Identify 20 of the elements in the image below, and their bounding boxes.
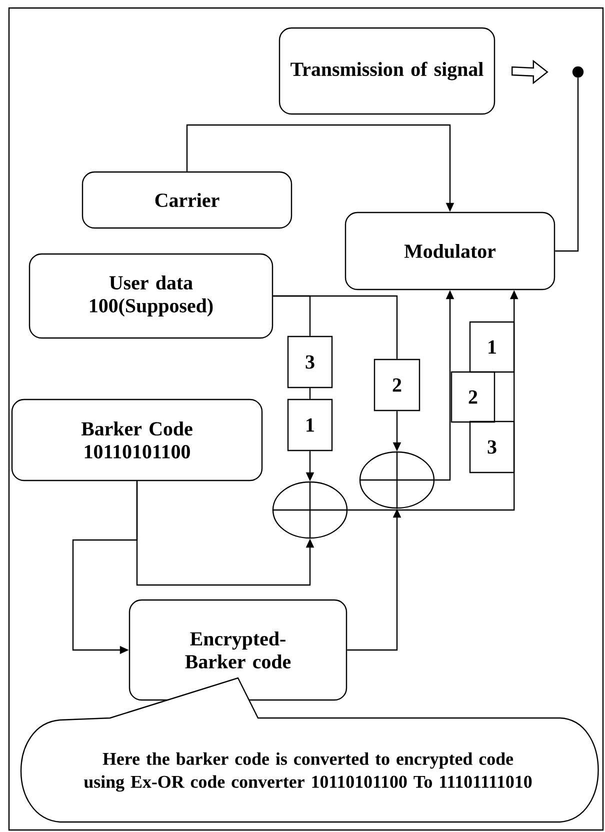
- connector-line: [273, 295, 398, 359]
- block-arrow: [512, 60, 548, 84]
- connector-line: [555, 78, 579, 252]
- number-box: 1: [287, 398, 333, 452]
- xor-symbol: [358, 450, 436, 510]
- number-box: 3: [287, 336, 333, 388]
- number-box: 3: [469, 420, 515, 474]
- callout-bubble: Here the barker code is converted to encrypted code using Ex-OR code converter 10110101100 To 11101111010: [20, 677, 599, 823]
- process-box: User data 100(Supposed): [28, 253, 274, 339]
- number-box: 1: [469, 321, 515, 373]
- number-box: 2: [450, 371, 496, 423]
- node-label: Here the barker code is converted to encrypted code using Ex-OR code converter 10110101100 To 11101111010: [84, 752, 532, 792]
- number-box: 2: [374, 358, 420, 412]
- process-box: Transmission of signal: [278, 27, 496, 115]
- process-box: Carrier: [82, 171, 292, 229]
- process-box: Modulator: [344, 212, 556, 290]
- process-box: Barker Code 10110101100: [11, 398, 263, 482]
- connector-line: [309, 388, 311, 399]
- xor-symbol: [272, 480, 348, 540]
- terminal-dot: [572, 66, 584, 78]
